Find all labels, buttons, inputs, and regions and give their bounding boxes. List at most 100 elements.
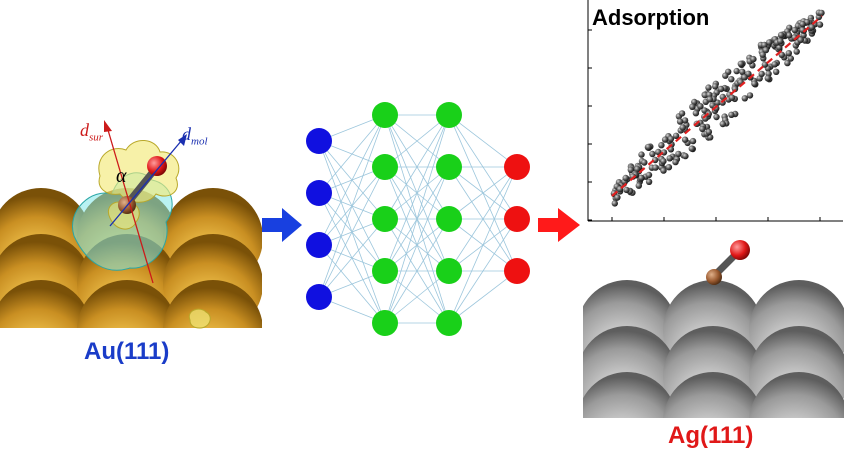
plot-point	[751, 80, 758, 87]
plot-point	[737, 60, 744, 67]
network-edge	[384, 114, 450, 324]
plot-point	[645, 171, 653, 179]
plot-point	[689, 103, 696, 111]
hidden-node	[372, 206, 398, 232]
plot-point	[676, 118, 684, 125]
plot-point	[728, 111, 735, 119]
plot-point	[808, 23, 815, 31]
network-edge	[448, 270, 518, 324]
plot-point	[728, 94, 736, 101]
yellow-density-lobe	[98, 140, 180, 203]
plot-point	[785, 50, 792, 57]
plot-scatter-points	[610, 9, 825, 207]
plot-point	[706, 96, 713, 103]
plot-point	[614, 194, 621, 201]
plot-point	[627, 166, 634, 173]
network-edge	[318, 114, 386, 298]
plot-point	[638, 151, 645, 158]
plot-point	[791, 26, 798, 34]
gold-atom	[0, 280, 91, 328]
network-edge	[448, 218, 518, 324]
plot-point	[818, 9, 825, 17]
plot-point	[682, 152, 689, 160]
network-edge	[384, 114, 450, 272]
plot-point	[691, 98, 698, 106]
plot-point	[787, 55, 794, 62]
plot-point	[713, 113, 720, 121]
plot-point	[771, 61, 778, 68]
hidden-node	[436, 102, 462, 128]
plot-point	[722, 72, 729, 79]
surface-vector-label: dsur	[80, 120, 103, 144]
plot-point	[761, 61, 769, 68]
plot-point	[741, 74, 748, 81]
surface-normal-arrowhead	[104, 120, 112, 132]
network-edge	[384, 218, 450, 324]
plot-point	[728, 76, 735, 83]
hidden-node	[372, 102, 398, 128]
plot-point	[785, 32, 793, 39]
plot-point	[622, 174, 629, 182]
plot-point	[784, 59, 791, 67]
output-node	[504, 154, 530, 180]
oxygen-atom	[730, 240, 750, 260]
adsorption-parity-plot	[587, 0, 843, 222]
plot-point	[660, 167, 667, 174]
input-node	[306, 128, 332, 154]
plot-point	[793, 48, 800, 55]
angle-symbol: α	[116, 165, 127, 187]
plot-point	[645, 143, 652, 151]
plot-point	[658, 142, 665, 149]
plot-point	[777, 31, 785, 39]
plot-fit-line	[611, 15, 823, 197]
silver-atoms	[583, 280, 844, 418]
carbon-atom	[706, 269, 722, 285]
plot-point	[741, 95, 748, 102]
plot-point	[611, 200, 618, 207]
input-node	[306, 232, 332, 258]
surface-vector-base: d	[80, 120, 89, 140]
gold-atom	[163, 280, 262, 328]
plot-point	[681, 117, 689, 124]
plot-point	[661, 136, 669, 143]
plot-point	[660, 158, 667, 165]
plot-point	[758, 70, 765, 78]
plot-point	[666, 155, 673, 162]
input-node	[306, 284, 332, 310]
plot-point	[667, 135, 675, 143]
plot-point	[719, 120, 726, 128]
network-edge	[318, 114, 386, 246]
plot-point	[645, 178, 653, 185]
plot-point	[649, 150, 656, 158]
plot-point	[777, 37, 784, 45]
network-edge	[318, 218, 386, 298]
flow-arrow-blue	[262, 208, 302, 242]
plot-point	[750, 55, 757, 63]
network-edge	[384, 270, 450, 324]
plot-point	[797, 36, 804, 44]
plot-point	[679, 124, 686, 131]
plot-point	[762, 46, 770, 54]
network-nodes	[306, 102, 530, 336]
adsorbed-molecule-ag	[706, 240, 750, 285]
network-edge	[384, 166, 450, 324]
plot-point	[675, 150, 682, 158]
plot-point	[688, 145, 695, 152]
plot-ticks	[588, 29, 821, 221]
neural-network	[306, 102, 530, 336]
plot-point	[638, 174, 645, 182]
gold-atom	[77, 280, 177, 328]
network-edge	[384, 114, 450, 220]
hidden-node	[372, 310, 398, 336]
network-connections	[318, 114, 518, 324]
plot-point	[799, 20, 806, 28]
network-edge	[448, 166, 518, 324]
plot-point	[766, 39, 773, 46]
plot-point	[623, 186, 630, 194]
molecule-vector-base: d	[182, 124, 191, 144]
molecule-vector-label: dmol	[182, 124, 208, 148]
plot-point	[717, 85, 725, 93]
surface-vector-sub: sur	[89, 131, 104, 144]
plot-point	[689, 137, 697, 145]
